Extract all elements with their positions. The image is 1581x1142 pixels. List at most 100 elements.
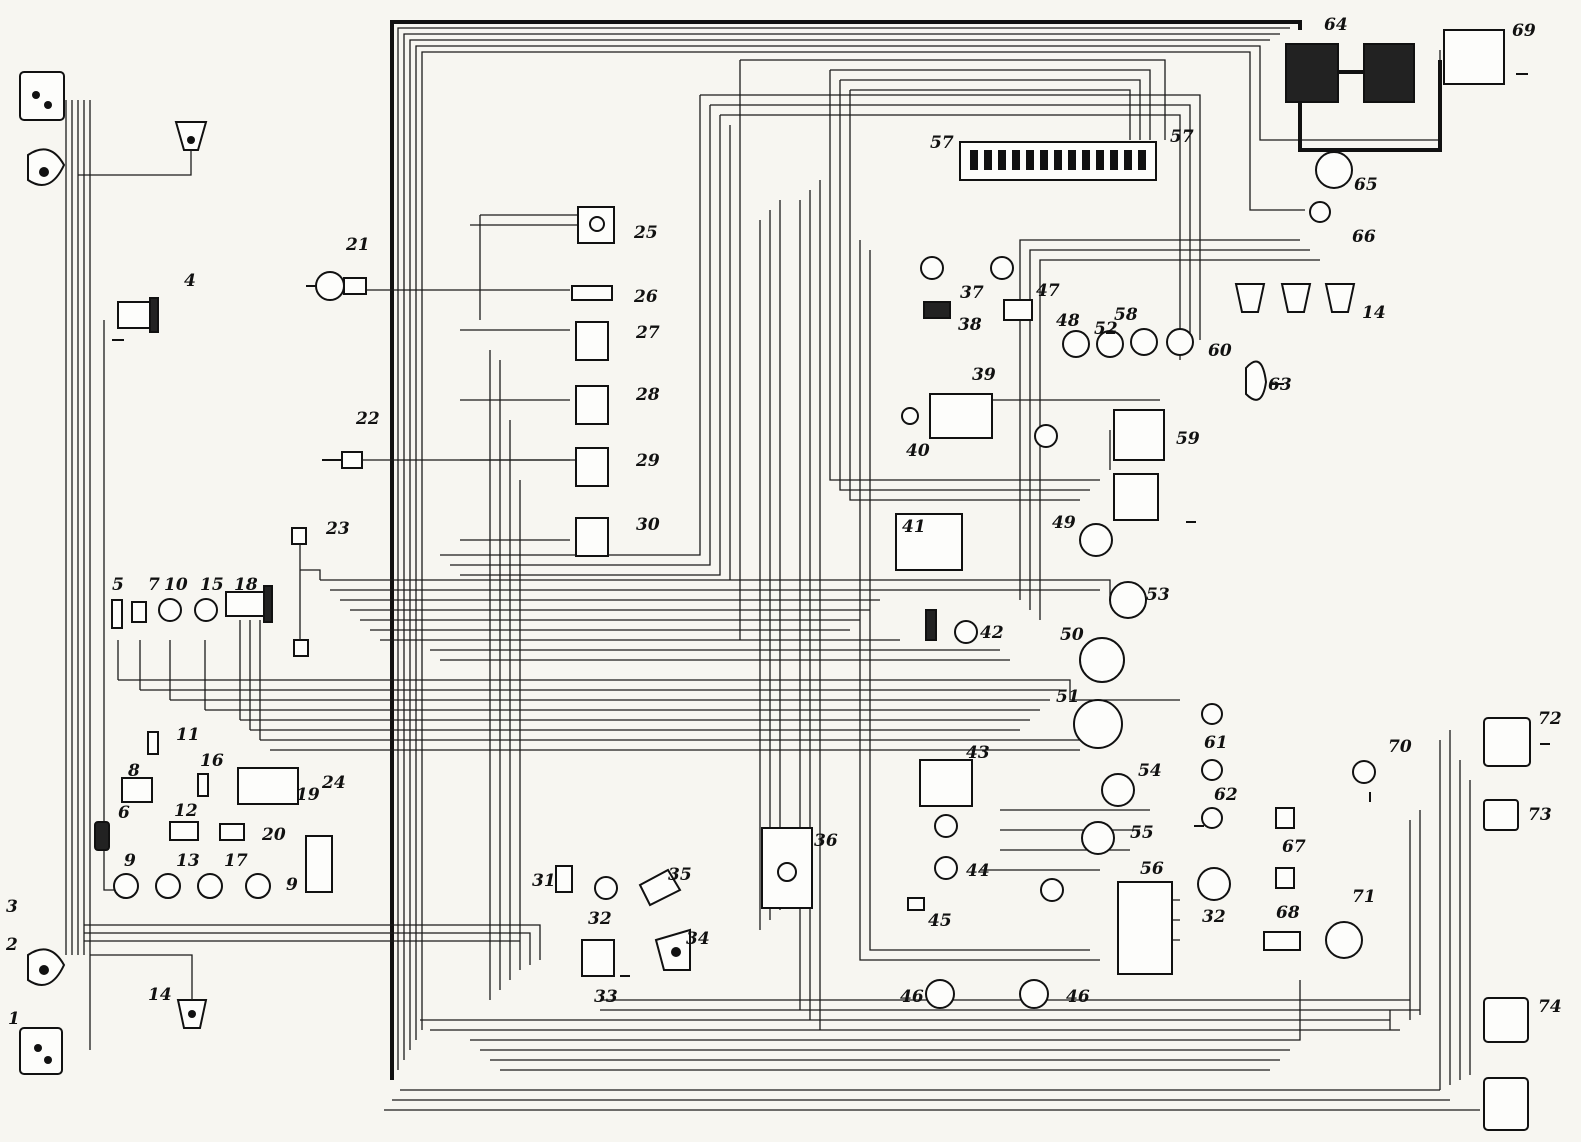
relays <box>571 206 615 557</box>
component-label: 45 <box>928 911 952 931</box>
component-label: 49 <box>1052 513 1076 533</box>
sensors-lower-left <box>94 731 299 899</box>
component-label: 54 <box>1138 761 1162 781</box>
component-label: 53 <box>1146 585 1170 605</box>
right-mid-components <box>1197 151 1353 901</box>
component-label: 12 <box>174 801 198 821</box>
component-label: 4 <box>184 271 196 291</box>
component-label: 30 <box>636 515 660 535</box>
headlight-2 <box>27 148 66 986</box>
component-label: 20 <box>261 825 286 845</box>
component-label: 48 <box>1056 311 1080 331</box>
component-label: 60 <box>1208 341 1232 361</box>
component-label: 34 <box>686 929 710 949</box>
component-22 <box>322 451 580 469</box>
component-label: 70 <box>1388 737 1412 757</box>
top-right-modules <box>1285 29 1505 152</box>
component-label: 8 <box>127 761 140 781</box>
lower-center-components <box>555 827 813 977</box>
component-label: 57 <box>1170 127 1194 147</box>
component-label: 57 <box>930 133 954 153</box>
component-label: 58 <box>1114 305 1138 325</box>
connector-blocks <box>1113 409 1173 975</box>
component-label: 46 <box>1066 987 1090 1007</box>
component-label: 25 <box>633 223 658 243</box>
component-label: 39 <box>972 365 996 385</box>
component-label: 42 <box>980 623 1004 643</box>
component-label: 50 <box>1060 625 1084 645</box>
component-label: 67 <box>1282 837 1306 857</box>
component-label: 32 <box>588 909 612 929</box>
lamp-top <box>78 121 208 176</box>
component-label: 13 <box>176 851 200 871</box>
component-label: 64 <box>1324 15 1348 35</box>
component-label: 22 <box>355 409 380 429</box>
rear-lamps <box>1483 717 1531 1131</box>
component-label: 15 <box>200 575 224 595</box>
component-label: 31 <box>532 871 556 891</box>
component-label: 16 <box>200 751 224 771</box>
component-label: 27 <box>635 323 660 343</box>
fuse-block-57 <box>959 141 1157 181</box>
gauges <box>1003 299 1194 358</box>
component-label: 74 <box>1538 997 1562 1017</box>
component-21 <box>306 271 367 301</box>
component-label: 71 <box>1352 887 1376 907</box>
component-label: 36 <box>814 831 838 851</box>
component-4 <box>112 297 159 341</box>
component-label: 69 <box>1512 21 1536 41</box>
lamp-1 <box>19 71 65 1075</box>
component-label: 32 <box>1202 907 1226 927</box>
component-label: 14 <box>1362 303 1386 323</box>
component-label: 6 <box>118 803 130 823</box>
component-23 <box>291 527 309 657</box>
component-label: 3 <box>6 897 18 917</box>
component-label: 9 <box>124 851 136 871</box>
component-label: 62 <box>1214 785 1238 805</box>
component-label: 52 <box>1094 319 1118 339</box>
lamps-14-top <box>1234 283 1356 313</box>
component-label: 38 <box>958 315 982 335</box>
center-right-components <box>895 256 1064 1009</box>
component-label: 65 <box>1354 175 1378 195</box>
component-label: 68 <box>1276 903 1300 923</box>
component-label: 55 <box>1130 823 1154 843</box>
component-label: 21 <box>345 235 370 255</box>
component-label: 56 <box>1140 859 1164 879</box>
component-label: 7 <box>148 575 160 595</box>
component-label: 14 <box>148 985 172 1005</box>
component-label: 44 <box>966 861 990 881</box>
component-label: 23 <box>325 519 350 539</box>
component-label: 10 <box>164 575 188 595</box>
component-label: 63 <box>1268 375 1292 395</box>
components <box>19 29 1550 1131</box>
component-label: 37 <box>960 283 984 303</box>
component-label: 9 <box>286 875 298 895</box>
component-label: 61 <box>1204 733 1228 753</box>
component-label: 33 <box>594 987 618 1007</box>
lamp-14 <box>90 954 208 1029</box>
component-label: 40 <box>906 441 930 461</box>
component-label: 47 <box>1036 281 1060 301</box>
component-label: 66 <box>1352 227 1376 247</box>
component-label: 29 <box>635 451 660 471</box>
harness-bundles <box>65 20 1480 1111</box>
rear-center-components <box>1263 760 1376 959</box>
component-label: 1 <box>8 1009 20 1029</box>
component-label: 51 <box>1056 687 1080 707</box>
component-label: 19 <box>296 785 320 805</box>
component-label: 43 <box>966 743 990 763</box>
component-label: 17 <box>224 851 248 871</box>
component-label: 28 <box>635 385 660 405</box>
instruments <box>1073 523 1147 855</box>
ground-marks <box>620 73 1550 977</box>
component-label: 73 <box>1528 805 1552 825</box>
component-label: 35 <box>668 865 692 885</box>
component-label: 2 <box>5 935 18 955</box>
component-label: 11 <box>176 725 200 745</box>
component-24 <box>305 835 333 893</box>
component-label: 26 <box>633 287 658 307</box>
sensors-top-left <box>111 585 273 629</box>
